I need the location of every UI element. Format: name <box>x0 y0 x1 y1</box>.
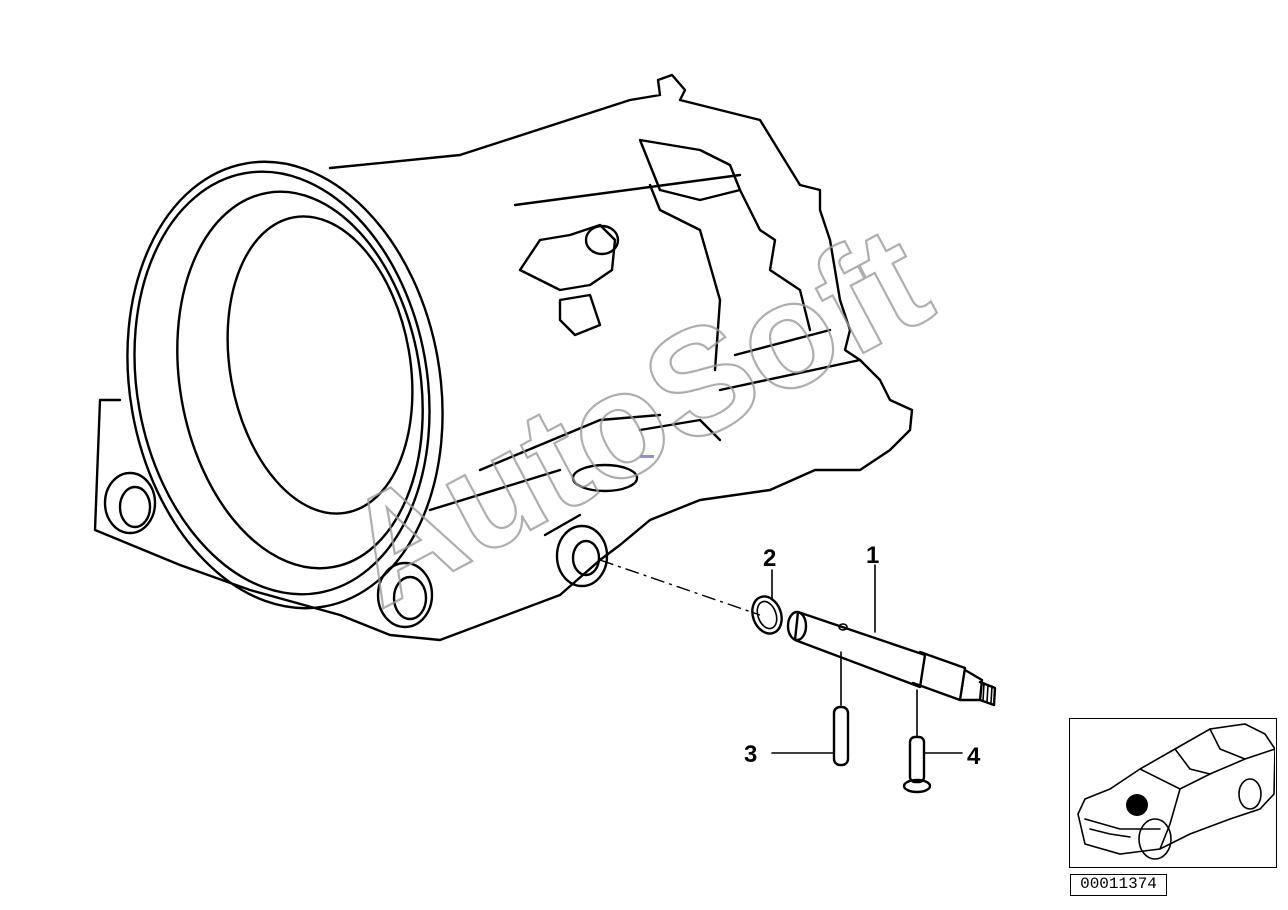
reference-number: 00011374 <box>1070 874 1167 896</box>
part-4-flanged-pin <box>902 735 932 794</box>
car-outline-icon <box>1077 723 1276 860</box>
part-2-o-ring <box>751 595 783 635</box>
vehicle-locator-inset <box>1069 718 1277 868</box>
callout-1: 1 <box>866 542 879 569</box>
location-marker <box>1126 794 1148 816</box>
callout-3: 3 <box>744 741 757 768</box>
callout-leaders <box>771 564 963 754</box>
callout-2: 2 <box>763 545 776 572</box>
transmission-housing <box>93 73 914 642</box>
part-1-shaft <box>786 610 997 707</box>
watermark-dash <box>640 455 654 458</box>
part-3-dowel-pin <box>832 705 850 767</box>
callout-4: 4 <box>967 743 981 770</box>
